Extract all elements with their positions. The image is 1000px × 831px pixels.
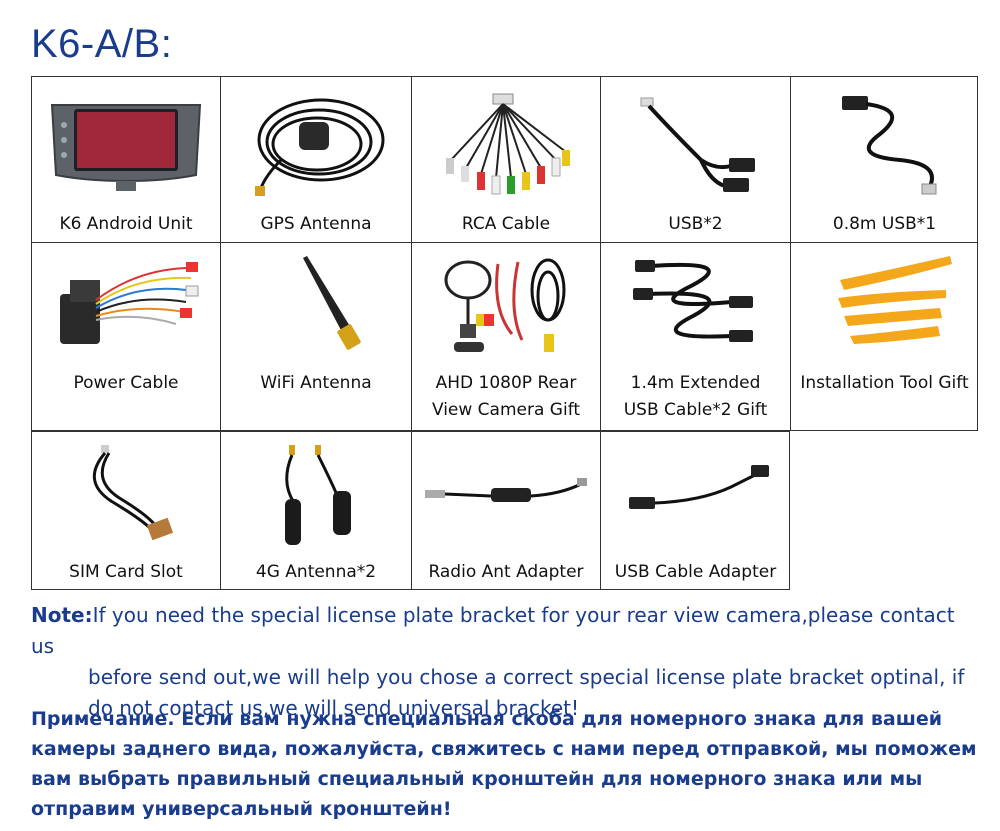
note-line-1: If you need the special license plate br… [31,603,955,658]
usb-adapter-icon [601,432,790,560]
usb-cable-icon [601,77,790,212]
item-usb-extension: 1.4m Extended USB Cable*2 Gift [600,242,790,431]
note-label: Note: [31,603,93,627]
note-line-3: do not contact us,we will send universal… [88,696,579,720]
item-label: RCA Cable [461,214,551,234]
4g-antenna-icon [221,432,411,560]
item-label: Power Cable [73,373,179,393]
page-title: K6-A/B: [31,22,173,66]
item-4g-antenna: 4G Antenna*2 [220,431,411,590]
item-label: 4G Antenna*2 [255,562,377,582]
item-label: USB*2 [668,214,723,234]
item-label: AHD 1080P Rear View Camera Gift [431,373,581,420]
android-unit-icon [32,77,220,212]
pry-tool-icon [791,243,978,367]
ru-note-line-4: отправим универсальный кронштейн! [31,798,452,820]
note-line-2: before send out,we will help you chose a… [88,665,965,689]
item-usb-08m: 0.8m USB*1 [790,76,978,242]
item-label: Radio Ant Adapter [428,562,584,582]
item-label: USB Cable Adapter [614,562,777,582]
item-label: 1.4m Extended USB Cable*2 Gift [623,373,768,420]
ru-note-line-3: вам выбрать правильный специальный кронш… [31,768,923,790]
power-cable-icon [32,243,220,367]
rca-cable-icon [412,77,600,212]
gps-antenna-icon [221,77,411,212]
english-note: Note:If you need the special license pla… [31,600,981,724]
item-android-unit: K6 Android Unit [31,76,220,242]
item-wifi-antenna: WiFi Antenna [220,242,411,431]
item-label: 0.8m USB*1 [832,214,937,234]
item-power-cable: Power Cable [31,242,220,431]
item-usb-cable-adapter: USB Cable Adapter [600,431,790,590]
item-label: K6 Android Unit [59,214,193,234]
usb-extension-cable-icon [601,243,790,367]
item-label: WiFi Antenna [260,373,372,393]
item-sim-card-slot: SIM Card Slot [31,431,220,590]
ru-note-line-1: Примечание. Если вам нужна специальная с… [31,708,943,730]
package-contents-grid: K6 Android Unit GPS Antenna [31,76,978,590]
russian-note: Примечание. Если вам нужна специальная с… [31,704,981,824]
usb-cable-icon [791,77,978,212]
wifi-antenna-icon [221,243,411,367]
sim-slot-cable-icon [32,432,220,560]
radio-adapter-icon [412,432,600,560]
item-gps-antenna: GPS Antenna [220,76,411,242]
item-label: GPS Antenna [260,214,372,234]
rear-camera-icon [412,243,600,367]
item-rear-camera: AHD 1080P Rear View Camera Gift [411,242,600,431]
ru-note-line-2: камеры заднего вида, пожалуйста, свяжите… [31,738,977,760]
item-label: SIM Card Slot [69,562,183,582]
item-installation-tool: Installation Tool Gift [790,242,978,431]
item-usb-2: USB*2 [600,76,790,242]
item-rca-cable: RCA Cable [411,76,600,242]
item-radio-ant-adapter: Radio Ant Adapter [411,431,600,590]
item-label: Installation Tool Gift [800,373,969,393]
